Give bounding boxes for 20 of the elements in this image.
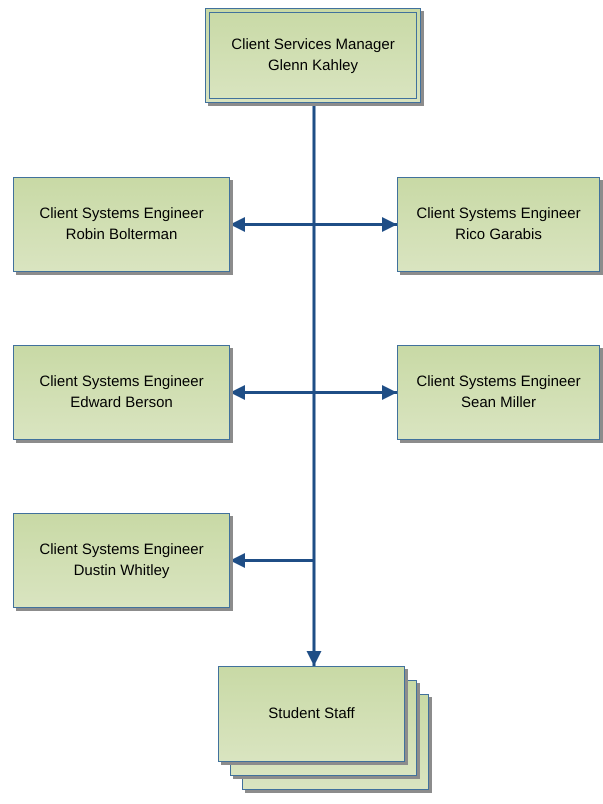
role-title: Client Systems Engineer: [39, 372, 204, 392]
org-box: [397, 177, 600, 272]
org-box: [13, 345, 230, 440]
org-box: [13, 177, 230, 272]
role-title: Client Systems Engineer: [39, 204, 204, 224]
person-name: Sean Miller: [460, 392, 536, 412]
role-title: Client Systems Engineer: [416, 372, 581, 392]
person-name: Dustin Whitley: [74, 560, 170, 580]
org-box: [397, 345, 600, 440]
role-title: Client Systems Engineer: [416, 204, 581, 224]
org-box: [218, 666, 405, 762]
person-name: Glenn Kahley: [268, 56, 358, 76]
person-name: Robin Bolterman: [66, 224, 178, 244]
role-title: Client Services Manager: [231, 35, 395, 56]
role-title: Student Staff: [268, 704, 355, 724]
person-name: Rico Garabis: [455, 224, 542, 244]
org-box: [205, 8, 421, 103]
person-name: Edward Berson: [70, 392, 173, 412]
org-box: [13, 513, 230, 608]
role-title: Client Systems Engineer: [39, 540, 204, 560]
